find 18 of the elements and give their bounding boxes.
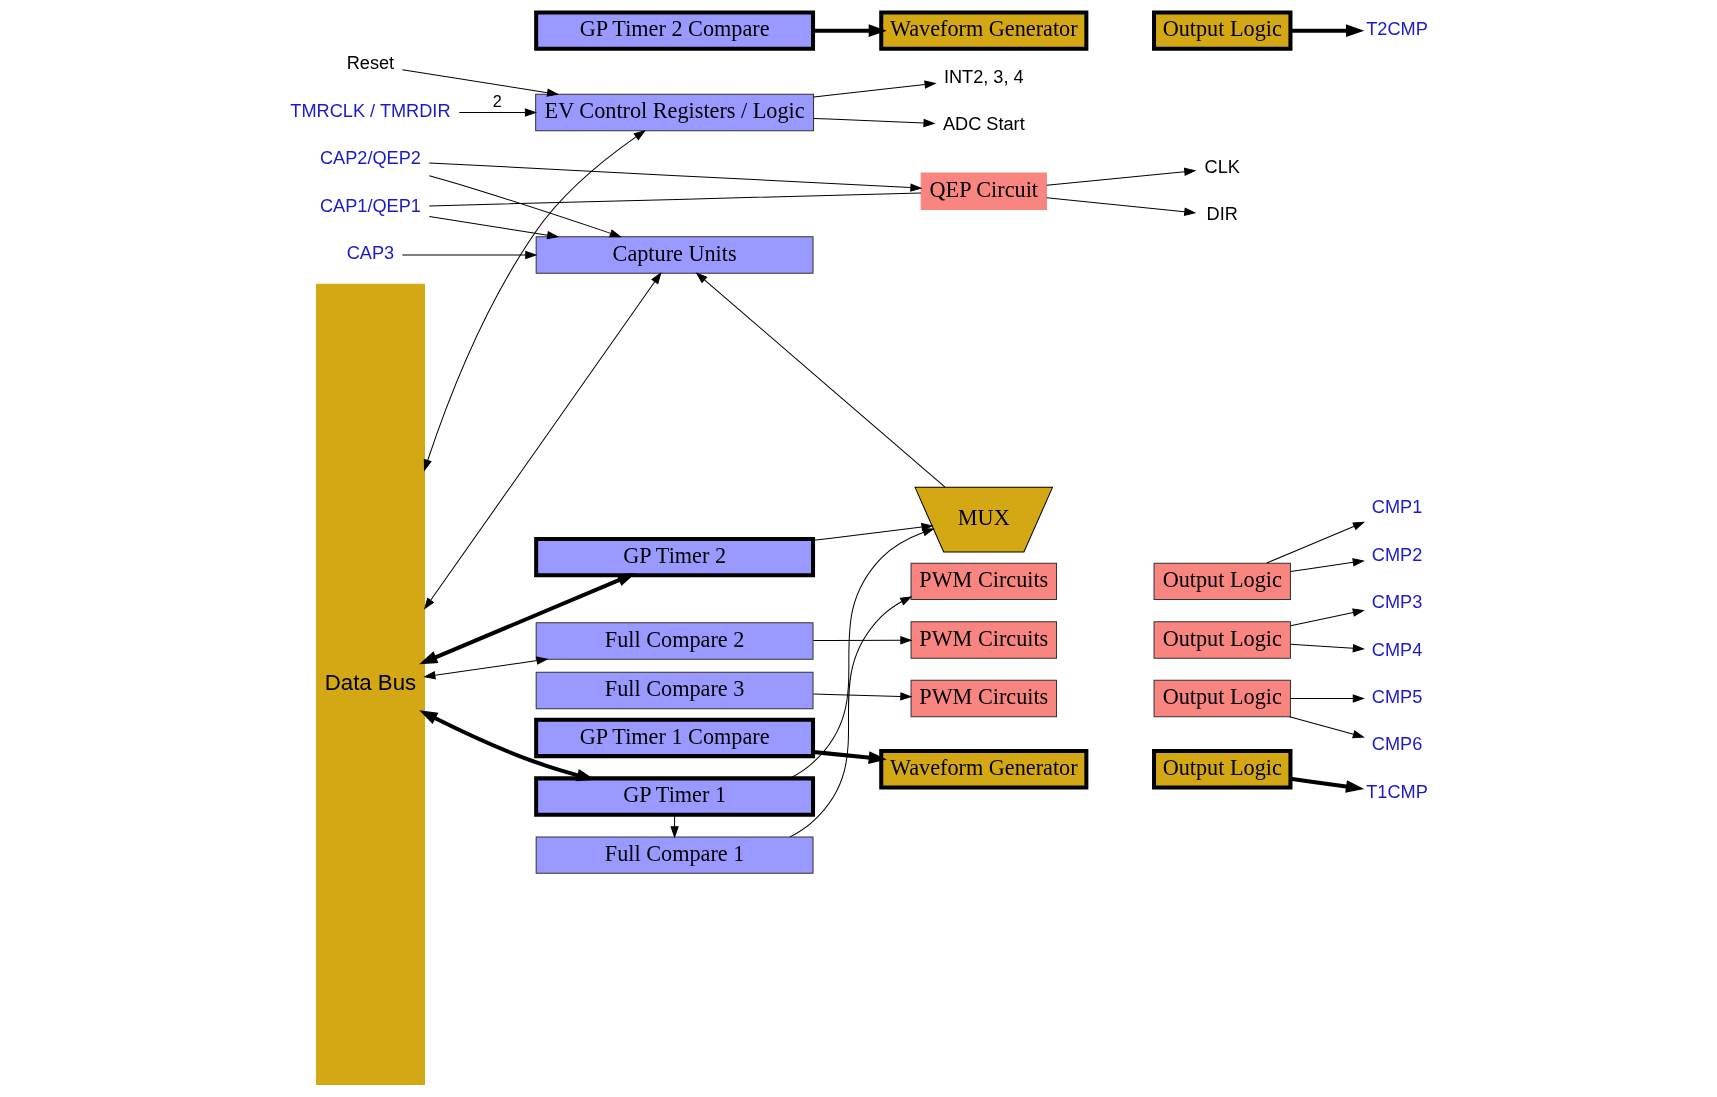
node-text: INT2, 3, 4 [943, 66, 1024, 87]
node-text: T1CMP [1365, 781, 1428, 802]
node-text: DIR [1206, 204, 1238, 225]
node-text: Reset [346, 53, 394, 74]
node-text: T2CMP [1365, 19, 1428, 40]
node-text: CMP5 [1371, 687, 1422, 707]
node-text: TMRCLK / TMRDIR [289, 100, 451, 121]
node-text: CMP2 [1371, 544, 1422, 565]
node-text: CMP3 [1371, 592, 1422, 613]
node-text: CMP1 [1371, 497, 1422, 518]
node-text: CAP1/QEP1 [319, 195, 421, 216]
node-text: CMP4 [1371, 639, 1422, 660]
node-text: CLK [1204, 156, 1240, 177]
node-text: CMP6 [1371, 734, 1422, 755]
node-text: CAP3 [346, 243, 394, 264]
edge-label: 2 [492, 92, 502, 111]
node-text: ADC Start [942, 114, 1025, 135]
node-text: CAP2/QEP2 [319, 148, 421, 169]
